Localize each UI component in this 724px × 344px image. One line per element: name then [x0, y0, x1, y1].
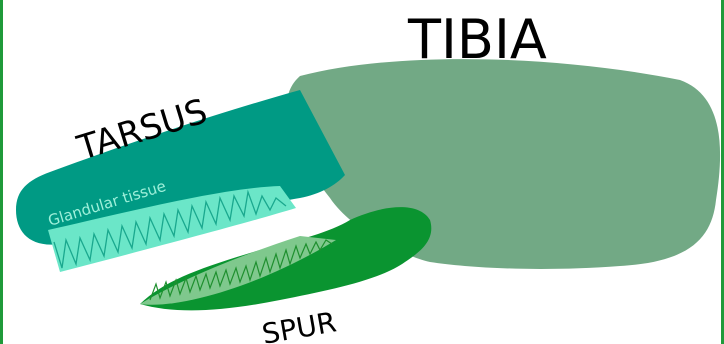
frame-left-border [0, 0, 3, 344]
spur-label: SPUR [259, 305, 338, 344]
tibia-label: TIBIA [407, 8, 547, 71]
